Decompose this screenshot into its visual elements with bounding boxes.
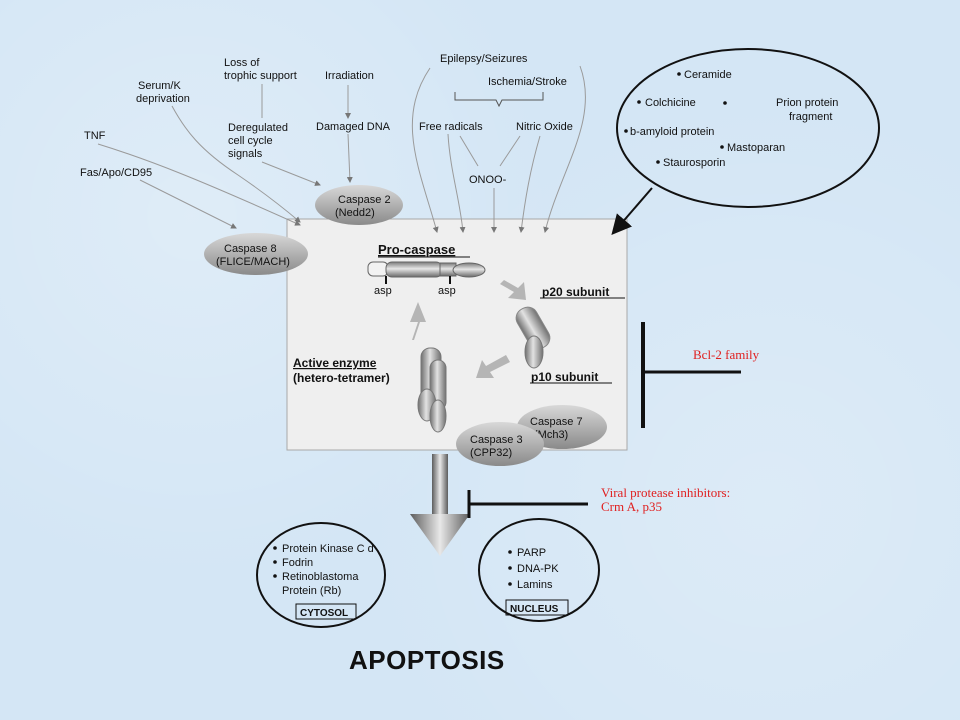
cytosol-item-4: Protein (Rb) [282, 585, 341, 597]
caspase-2-node: Caspase 2 (Nedd2) [315, 185, 403, 225]
active-enzyme-molecule [417, 347, 447, 433]
stimulus-serum-k-line2: deprivation [136, 93, 190, 105]
stimulus-deregulated-line3: signals [228, 148, 263, 160]
active-enzyme-label: Active enzyme [293, 356, 377, 370]
viral-inhibitor-label: Viral protease inhibitors: [601, 485, 730, 500]
stimulus-serum-k: Serum/K [138, 80, 181, 92]
asp-right-label: asp [438, 285, 456, 297]
nucleus-ellipse: PARP DNA-PK Lamins NUCLEUS [478, 518, 600, 622]
stimulus-trophic-line2: trophic support [224, 70, 297, 82]
stimulus-damaged-dna: Damaged DNA [316, 121, 391, 133]
p20-subunit [515, 306, 551, 350]
inducers-arrow [611, 187, 653, 236]
cytosol-item-2: Fodrin [282, 557, 313, 569]
p20-label: p20 subunit [542, 285, 609, 299]
inducer-prion: Prion protein [776, 97, 838, 109]
caspase-2-alias: (Nedd2) [335, 207, 375, 219]
nucleus-item-2: DNA-PK [517, 563, 559, 575]
p10-subunit [524, 335, 544, 369]
apoptosis-title: APOPTOSIS [349, 645, 505, 675]
cytosol-item-3: Retinoblastoma [282, 571, 359, 583]
stimulus-ischemia: Ischemia/Stroke [488, 76, 567, 88]
stimulus-tnf: TNF [84, 130, 106, 142]
caspase-8-alias: (FLICE/MACH) [216, 256, 290, 268]
caspase-8-node: Caspase 8 (FLICE/MACH) [204, 233, 308, 275]
brace [454, 92, 544, 108]
inducer-colchicine: Colchicine [645, 97, 696, 109]
stimulus-trophic: Loss of [224, 57, 260, 69]
stimulus-epilepsy: Epilepsy/Seizures [440, 53, 528, 65]
caspase-7-name: Caspase 7 [530, 416, 583, 428]
stimulus-free-radicals: Free radicals [419, 121, 483, 133]
stimulus-connectors [97, 65, 586, 233]
inducer-mastoparan: Mastoparan [727, 142, 785, 154]
stimulus-irradiation: Irradiation [325, 70, 374, 82]
inducers-ellipse: Ceramide Colchicine Prion protein fragme… [616, 48, 880, 208]
inducer-prion-line2: fragment [789, 111, 832, 123]
inducer-staurosporin: Staurosporin [663, 157, 725, 169]
cytosol-item-1: Protein Kinase C d [282, 543, 374, 555]
nucleus-item-3: Lamins [517, 579, 553, 591]
caspase-8-name: Caspase 8 [224, 243, 277, 255]
stimulus-deregulated: Deregulated [228, 122, 288, 134]
inducer-amyloid: b-amyloid protein [630, 126, 714, 138]
nucleus-item-1: PARP [517, 547, 546, 559]
caspase-2-name: Caspase 2 [338, 194, 391, 206]
apoptosis-arrow [410, 454, 470, 556]
cytosol-ellipse: Protein Kinase C d Fodrin Retinoblastoma… [256, 522, 386, 628]
bcl2-inhibition [641, 322, 741, 428]
caspase-3-alias: (CPP32) [470, 447, 512, 459]
caspase-3-node: Caspase 3 (CPP32) [456, 422, 544, 466]
stimuli-group: Serum/K deprivation Loss of trophic supp… [80, 53, 573, 186]
stimulus-onoo: ONOO- [469, 174, 507, 186]
active-enzyme-sublabel: (hetero-tetramer) [293, 371, 390, 385]
cytosol-label: CYTOSOL [300, 608, 348, 619]
caspase-3-name: Caspase 3 [470, 434, 523, 446]
stimulus-fas: Fas/Apo/CD95 [80, 167, 152, 179]
p10-label: p10 subunit [531, 370, 598, 384]
viral-inhibitor-examples: Crm A, p35 [601, 499, 662, 514]
asp-left-label: asp [374, 285, 392, 297]
nucleus-label: NUCLEUS [510, 604, 559, 615]
stimulus-nitric-oxide: Nitric Oxide [516, 121, 573, 133]
pro-caspase-label: Pro-caspase [378, 242, 455, 257]
inducer-ceramide: Ceramide [684, 69, 732, 81]
pro-caspase-molecule [367, 261, 486, 284]
viral-inhibition [467, 490, 588, 518]
stimulus-deregulated-line2: cell cycle [228, 135, 273, 147]
caspase-7-alias: (Mch3) [534, 429, 568, 441]
bcl2-label: Bcl-2 family [693, 347, 760, 362]
cycle-arrows [410, 280, 526, 378]
